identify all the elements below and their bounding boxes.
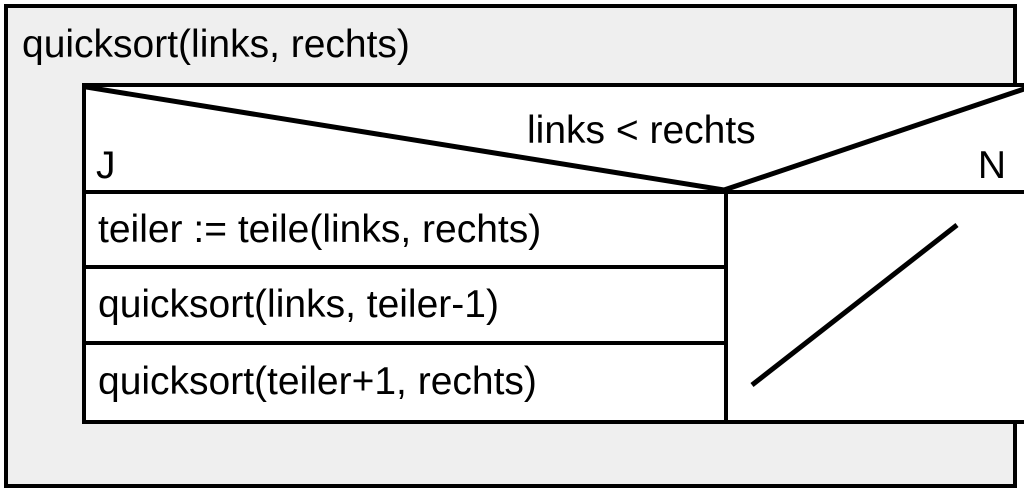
structogram-outer-frame: quicksort(links, rechts) links < rechts … bbox=[4, 4, 1024, 488]
false-branch-column bbox=[728, 194, 1024, 420]
branch-label-true: J bbox=[96, 144, 116, 187]
branch-columns: teiler := teile(links, rechts) quicksort… bbox=[86, 194, 1024, 420]
condition-header: links < rechts J N bbox=[86, 87, 1024, 194]
decision-wedge-lines bbox=[86, 87, 1024, 190]
statement-row: quicksort(links, teiler-1) bbox=[86, 269, 724, 345]
if-block: links < rechts J N teiler := teile(links… bbox=[82, 83, 1024, 424]
empty-branch-diagonal-icon bbox=[750, 223, 959, 387]
true-branch-column: teiler := teile(links, rechts) quicksort… bbox=[86, 194, 728, 420]
statement-row: quicksort(teiler+1, rechts) bbox=[98, 360, 537, 404]
statement-row: teiler := teile(links, rechts) bbox=[86, 194, 724, 270]
condition-expression: links < rechts bbox=[527, 109, 756, 152]
branch-label-false: N bbox=[977, 144, 1006, 187]
procedure-title: quicksort(links, rechts) bbox=[22, 23, 410, 66]
